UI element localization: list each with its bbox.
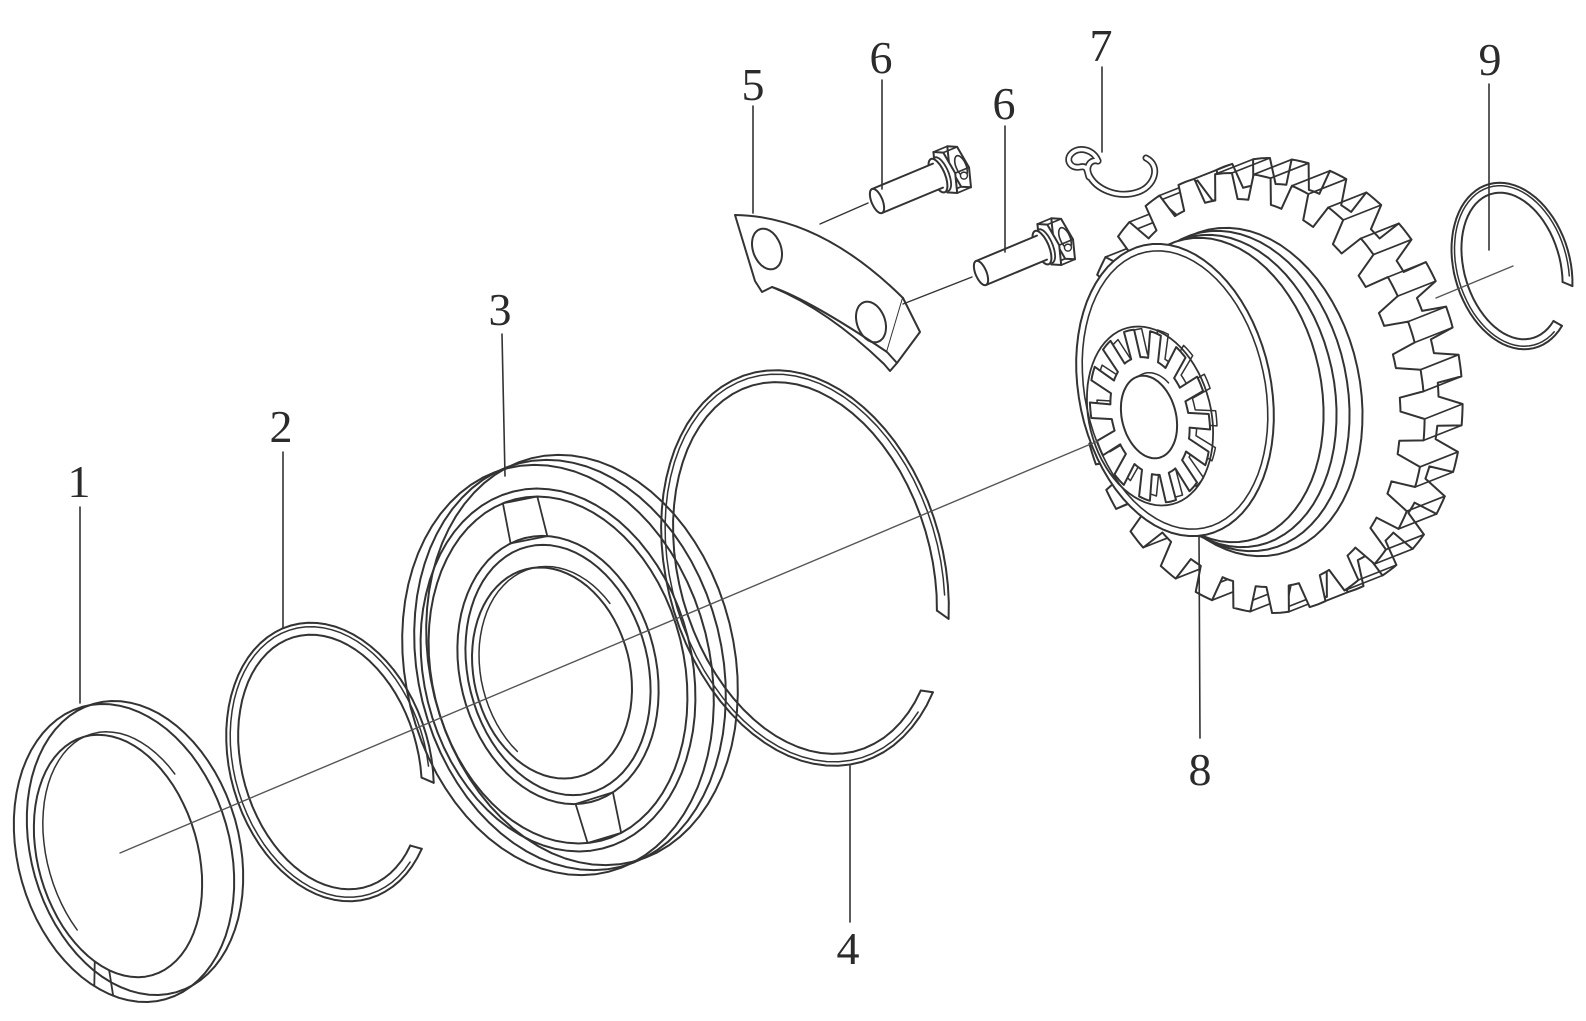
part-4-snap-ring-large [660, 369, 950, 767]
callout-label-5: 5 [742, 59, 765, 110]
centerline-segment-left [119, 440, 1099, 854]
callout-label-7: 7 [1090, 20, 1113, 71]
leader-line-8 [1198, 535, 1201, 739]
callout-label-8: 8 [1189, 744, 1212, 795]
part-5-lock-plate [734, 202, 973, 372]
callout-leader-lines [79, 66, 1490, 923]
leader-line-3 [501, 333, 506, 477]
callout-label-1: 1 [68, 456, 91, 507]
callout-label-2: 2 [270, 401, 293, 452]
part-3-bearing [401, 453, 739, 877]
callout-label-6b: 6 [993, 78, 1016, 129]
callout-label-6a: 6 [870, 32, 893, 83]
callout-label-3: 3 [489, 284, 512, 335]
callout-label-9: 9 [1479, 34, 1502, 85]
centerline-segment-right [1435, 265, 1514, 299]
part-1-seal-ring [12, 700, 245, 1003]
part-8-gear [1075, 157, 1464, 614]
part-6-bolt-lower [972, 217, 1076, 287]
callout-label-4: 4 [837, 923, 860, 974]
part-2-snap-ring [225, 621, 435, 903]
part-9-snap-ring-small [1450, 181, 1574, 351]
part-6-bolt-upper [868, 145, 972, 215]
part-7-wire-clip [1065, 146, 1159, 198]
assembly-centerline [119, 265, 1514, 854]
callout-labels: 1 2 3 4 5 6 6 7 8 9 [68, 20, 1502, 974]
